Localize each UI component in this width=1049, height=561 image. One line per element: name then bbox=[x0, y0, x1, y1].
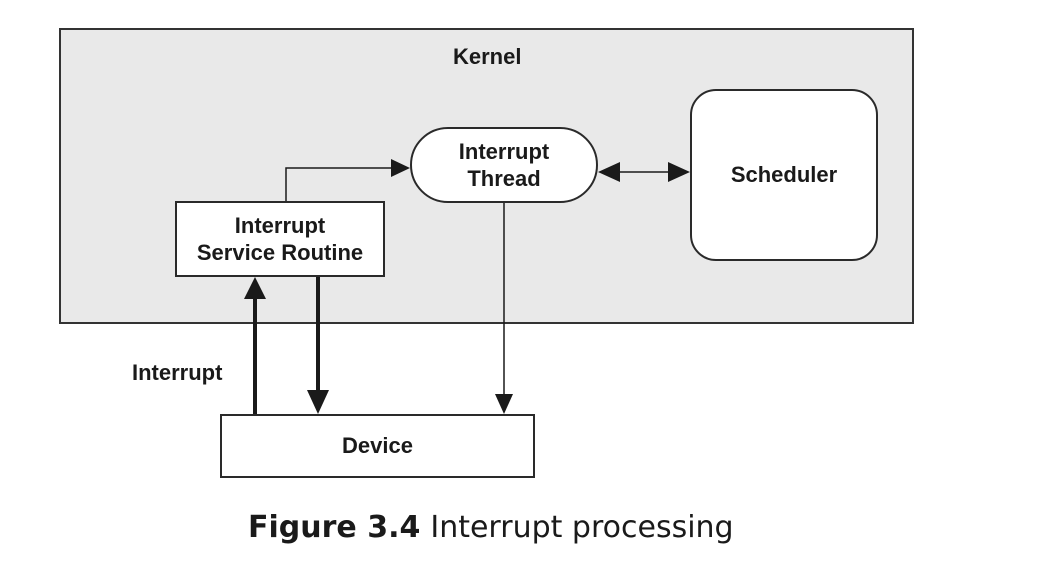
scheduler-node: Scheduler bbox=[690, 89, 878, 261]
figure-caption: Figure 3.4 Interrupt processing bbox=[248, 510, 734, 545]
interrupt-thread-node: Interrupt Thread bbox=[410, 127, 598, 203]
thread-to-device-arrowhead bbox=[495, 394, 513, 414]
isr-to-device-arrowhead bbox=[307, 390, 329, 414]
isr-label-line2: Service Routine bbox=[196, 240, 364, 265]
isr-label-line1: Interrupt bbox=[234, 213, 326, 238]
scheduler-label: Scheduler bbox=[730, 162, 838, 187]
interrupt-label: Interrupt bbox=[132, 360, 223, 385]
interrupt-thread-label-line1: Interrupt bbox=[458, 139, 550, 164]
figure-number: Figure 3.4 bbox=[248, 510, 421, 545]
device-node: Device bbox=[220, 414, 535, 478]
kernel-label: Kernel bbox=[453, 44, 522, 69]
device-label: Device bbox=[342, 433, 413, 458]
interrupt-thread-label-line2: Thread bbox=[467, 166, 541, 191]
isr-node: Interrupt Service Routine bbox=[175, 201, 385, 277]
figure-caption-text: Interrupt processing bbox=[430, 510, 734, 545]
